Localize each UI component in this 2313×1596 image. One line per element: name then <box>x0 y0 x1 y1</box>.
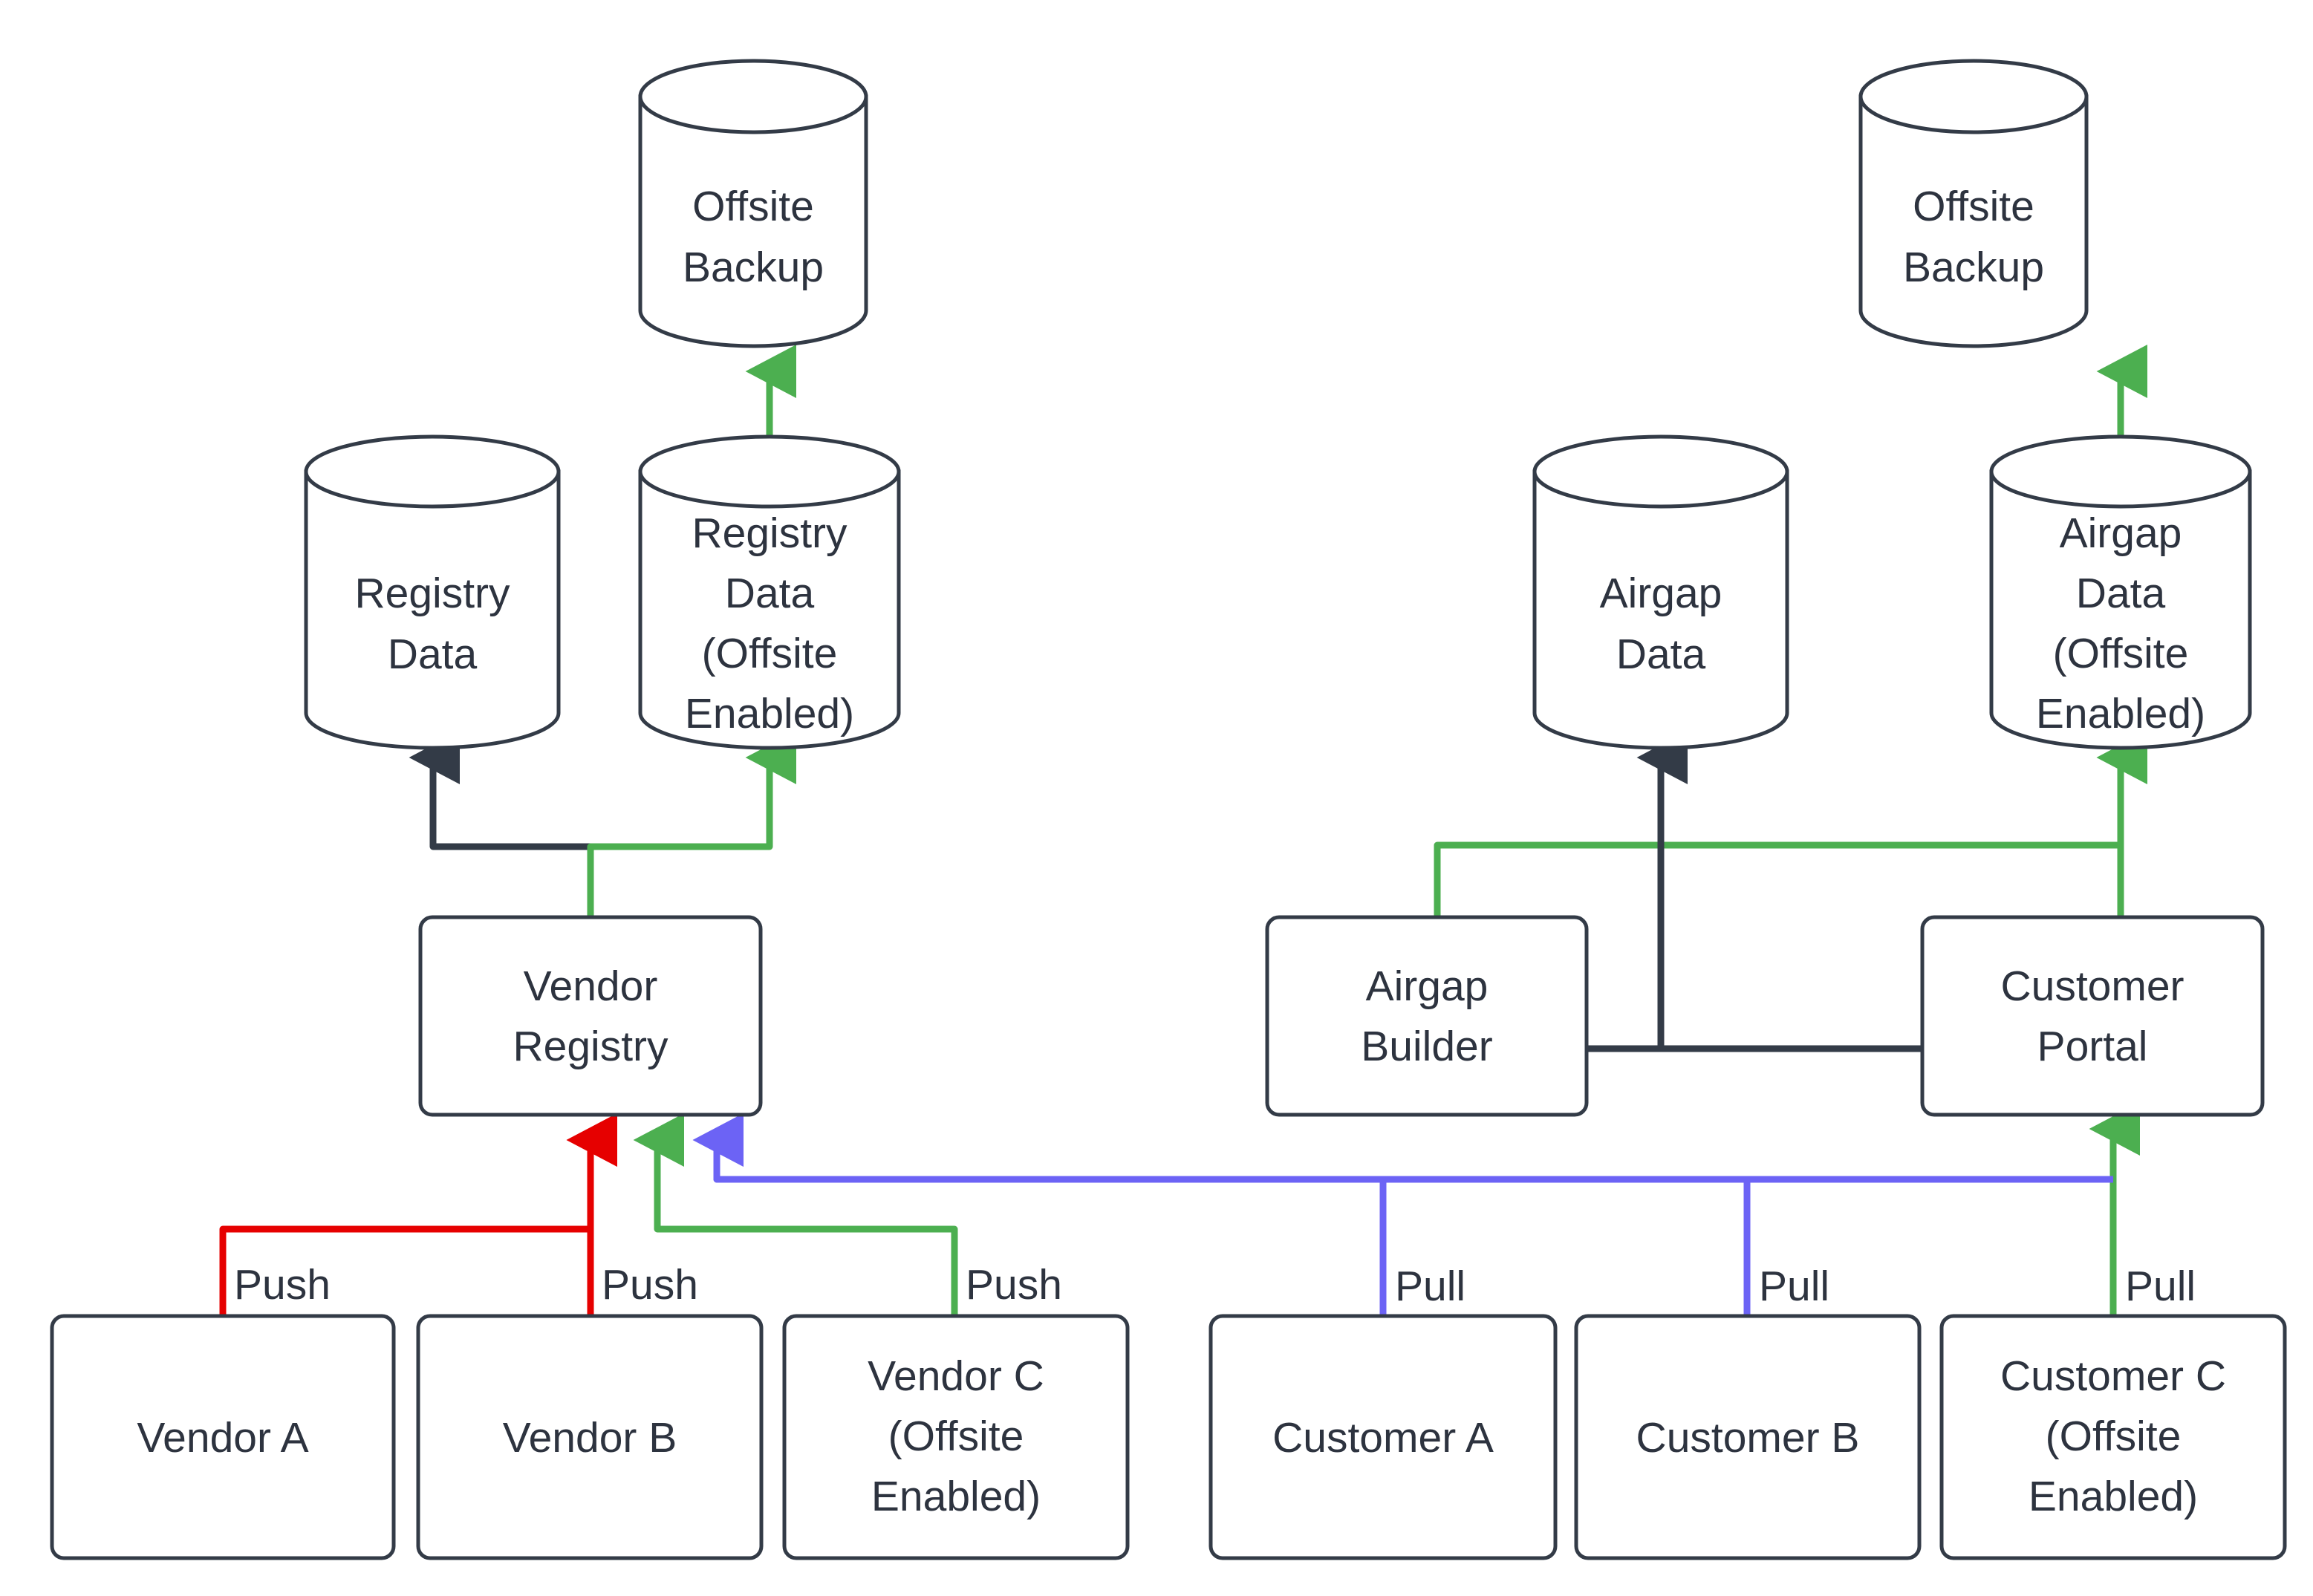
node-label-line: Enabled) <box>871 1473 1041 1520</box>
edge-registry-data <box>409 731 594 917</box>
edge-label-push-a: Push <box>234 1261 331 1309</box>
edge-vendor-c-push <box>633 1113 958 1315</box>
node-label-line: Registry <box>692 509 848 557</box>
node-customer-b[interactable]: Customer B <box>1574 1314 1922 1560</box>
edge-registry-data-offsite <box>587 731 797 917</box>
node-label-line: (Offsite <box>888 1413 1024 1460</box>
node-label-line: Registry <box>513 1023 668 1070</box>
edge-label-pull-c: Pull <box>2125 1263 2196 1310</box>
edge-airgap-builder-offsite <box>1434 731 2148 917</box>
node-label-line: Customer <box>2000 963 2184 1010</box>
node-label-line: Data <box>725 570 815 617</box>
node-label-line: Backup <box>1903 244 2044 291</box>
node-label-line: (Offsite <box>2046 1413 2182 1460</box>
node-label-line: Enabled) <box>2036 690 2205 737</box>
node-registry-data-offsite[interactable]: Registry Data (Offsite Enabled) <box>638 434 901 750</box>
node-customer-c[interactable]: Customer C (Offsite Enabled) <box>1939 1314 2287 1560</box>
node-airgap-data[interactable]: Airgap Data <box>1532 434 1789 750</box>
edge-label-push-b: Push <box>602 1261 698 1309</box>
node-offsite-backup-left[interactable]: Offsite Backup <box>638 59 868 348</box>
node-label-line: Vendor C <box>868 1352 1044 1400</box>
node-registry-data[interactable]: Registry Data <box>304 434 561 750</box>
edge-label-pull-a: Pull <box>1395 1263 1465 1310</box>
node-label-line: (Offsite <box>2053 630 2189 677</box>
node-label-line: (Offsite <box>702 630 838 677</box>
node-label-line: Vendor B <box>503 1414 677 1462</box>
node-label-line: Customer C <box>2000 1352 2226 1400</box>
node-vendor-a[interactable]: Vendor A <box>50 1314 396 1560</box>
node-offsite-backup-right[interactable]: Offsite Backup <box>1858 59 2089 348</box>
node-airgap-data-offsite[interactable]: Airgap Data (Offsite Enabled) <box>1989 434 2252 750</box>
node-label-line: Registry <box>354 570 510 617</box>
node-label-line: Offsite <box>692 183 814 230</box>
node-label-line: Portal <box>2037 1023 2148 1070</box>
node-label-line: Data <box>388 631 478 678</box>
node-label-line: Vendor <box>524 963 658 1010</box>
node-label-line: Data <box>1616 631 1706 678</box>
node-label-line: Airgap <box>2060 509 2182 557</box>
node-label-line: Customer B <box>1636 1414 1860 1462</box>
node-label-line: Data <box>2076 570 2166 617</box>
node-label-line: Enabled) <box>2029 1473 2198 1520</box>
node-label-line: Airgap <box>1600 570 1722 617</box>
node-vendor-c[interactable]: Vendor C (Offsite Enabled) <box>782 1314 1130 1560</box>
edge-portal-airgap-data <box>1636 731 1922 1052</box>
node-label-line: Builder <box>1361 1023 1492 1070</box>
node-airgap-builder[interactable]: Airgap Builder <box>1265 915 1589 1117</box>
node-label-line: Airgap <box>1366 963 1489 1010</box>
node-vendor-b[interactable]: Vendor B <box>416 1314 764 1560</box>
node-label-line: Customer A <box>1272 1414 1494 1462</box>
node-vendor-registry[interactable]: Vendor Registry <box>418 915 763 1117</box>
edge-label-pull-b: Pull <box>1759 1263 1829 1310</box>
node-customer-a[interactable]: Customer A <box>1208 1314 1558 1560</box>
node-label-line: Offsite <box>1913 183 2034 230</box>
node-label-line: Backup <box>683 244 824 291</box>
edge-label-push-c: Push <box>966 1261 1062 1309</box>
node-label-line: Vendor A <box>137 1414 308 1462</box>
node-label-line: Enabled) <box>685 690 854 737</box>
node-customer-portal[interactable]: Customer Portal <box>1920 915 2265 1117</box>
